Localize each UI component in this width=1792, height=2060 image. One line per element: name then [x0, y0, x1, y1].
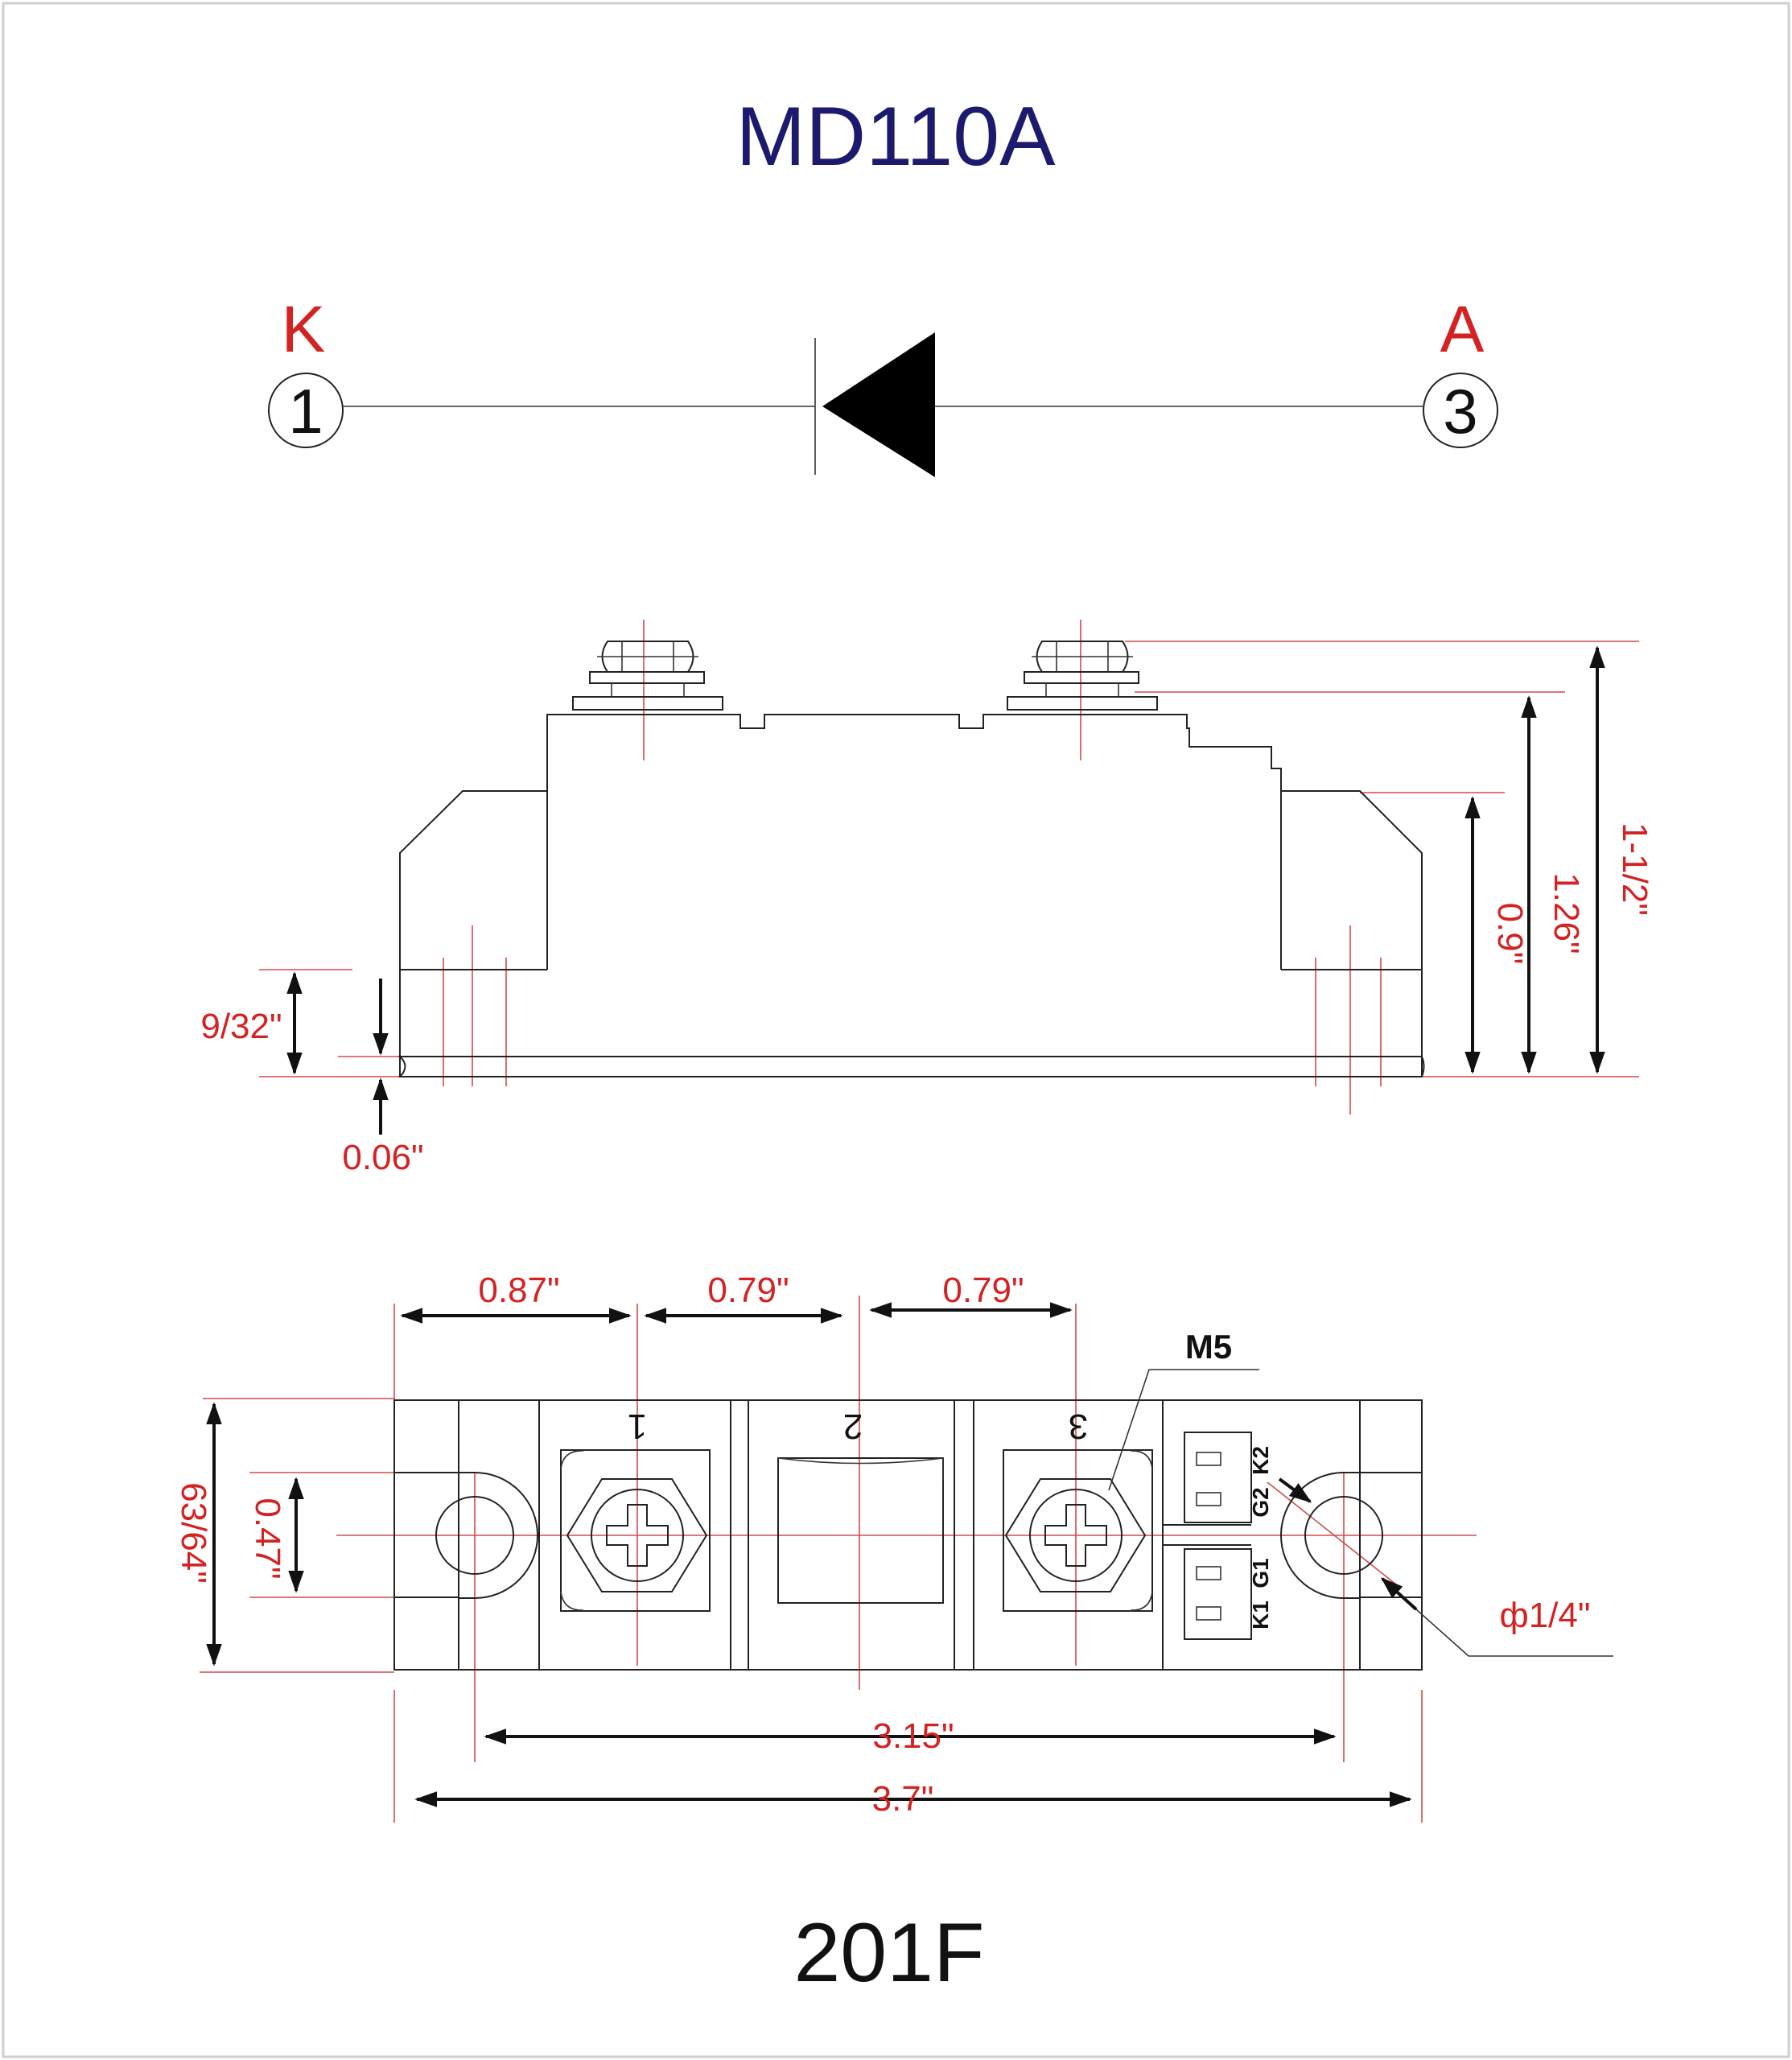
right-mount-hole — [1304, 1496, 1383, 1575]
terminal-3-screw — [1029, 1489, 1123, 1582]
left-bolt-washer — [589, 671, 705, 684]
top-view: 1 2 3 K2 G2 G1 K1 M5 ф1/4" — [174, 1271, 1613, 1823]
dim-label-3-15: 3.15" — [872, 1716, 954, 1756]
diode-triangle — [822, 332, 935, 477]
diode-schematic: K A 1 3 — [268, 293, 1498, 477]
m5-label: M5 — [1185, 1328, 1232, 1366]
terminal-3-cross — [1044, 1504, 1107, 1567]
top-body-outline — [393, 1399, 1423, 1671]
pin-label-g1: G1 — [1248, 1558, 1273, 1588]
dim-label-1-26: 1.26" — [1547, 872, 1586, 954]
dim-label-3-7: 3.7" — [872, 1779, 934, 1819]
right-bolt-base — [1007, 696, 1158, 711]
cathode-pin-circle — [268, 373, 344, 448]
dim-label-9-32: 9/32" — [200, 1007, 282, 1046]
anode-pin-circle — [1423, 373, 1498, 448]
dim-label-0-9: 0.9" — [1490, 903, 1530, 965]
terminal-3-label: 3 — [1069, 1407, 1088, 1446]
cathode-letter: K — [282, 293, 326, 366]
terminal-1-hex-nut — [566, 1478, 708, 1592]
side-view: 9/32" 0.06" 0.9" 1.26" 1-1/2" — [200, 620, 1654, 1177]
dim-label-63-64: 63/64" — [174, 1482, 213, 1584]
dim-label-0-47: 0.47" — [248, 1498, 287, 1579]
dim-label-1-1-2: 1-1/2" — [1615, 822, 1654, 916]
dim-label-0-79-a: 0.79" — [707, 1271, 789, 1310]
hole-arrow-upper — [1278, 1477, 1312, 1503]
dim-label-0-87: 0.87" — [478, 1271, 559, 1310]
pin-label-k1: K1 — [1248, 1601, 1273, 1629]
cathode-pin-number: 1 — [288, 376, 323, 447]
module-body-outline — [399, 714, 1423, 1077]
anode-letter: A — [1440, 293, 1485, 366]
m5-leader-line — [1108, 1369, 1259, 1491]
terminal-1-screw — [591, 1489, 684, 1582]
terminal-3-pad — [1003, 1449, 1153, 1612]
terminal-1-pad — [560, 1449, 711, 1612]
terminal-3-hex-nut — [1004, 1478, 1147, 1592]
terminal-2-label: 2 — [843, 1407, 863, 1446]
terminal-2-window — [777, 1457, 944, 1604]
left-mount-lug — [458, 1472, 538, 1599]
package-code: 201F — [793, 1906, 984, 2000]
hole-diameter-label: ф1/4" — [1500, 1596, 1591, 1635]
pin-label-g2: G2 — [1248, 1487, 1273, 1517]
terminal-1-label: 1 — [628, 1407, 647, 1446]
page-title: MD110A — [736, 90, 1057, 183]
terminal-1-cross — [606, 1504, 669, 1567]
gate-connector-upper — [1184, 1432, 1252, 1523]
hole-arrow-lower — [1380, 1577, 1418, 1611]
dim-label-0-79-b: 0.79" — [942, 1271, 1024, 1310]
side-view-reference-lines — [259, 620, 1639, 1114]
right-bolt-washer — [1024, 671, 1139, 684]
right-mount-lug — [1280, 1472, 1361, 1599]
left-mount-hole — [435, 1496, 514, 1575]
left-bolt-base — [572, 696, 723, 711]
module-baseplate — [398, 1056, 1425, 1077]
anode-pin-number: 3 — [1443, 376, 1477, 447]
gate-connector-lower — [1184, 1548, 1252, 1640]
dim-label-0-06: 0.06" — [342, 1138, 423, 1177]
pin-label-k2: K2 — [1248, 1446, 1273, 1475]
